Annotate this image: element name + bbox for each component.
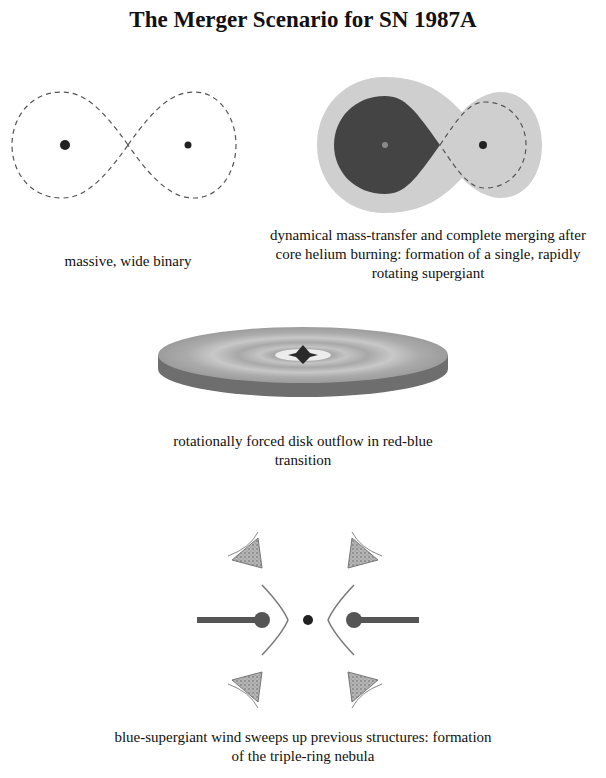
star-dot <box>185 142 192 149</box>
caption-text: rotationally forced disk outflow in red-… <box>168 432 438 470</box>
caption-text: dynamical mass-transfer and complete mer… <box>258 226 598 282</box>
figure-title: The Merger Scenario for SN 1987A <box>0 6 606 35</box>
star-dot <box>60 140 70 150</box>
nebula-figure <box>197 532 419 708</box>
binary-figure <box>12 92 236 198</box>
caption-text: massive, wide binary <box>18 252 238 271</box>
caption-text: blue-supergiant wind sweeps up previous … <box>113 728 493 766</box>
disk-figure <box>158 327 448 397</box>
merger-figure <box>317 77 542 213</box>
